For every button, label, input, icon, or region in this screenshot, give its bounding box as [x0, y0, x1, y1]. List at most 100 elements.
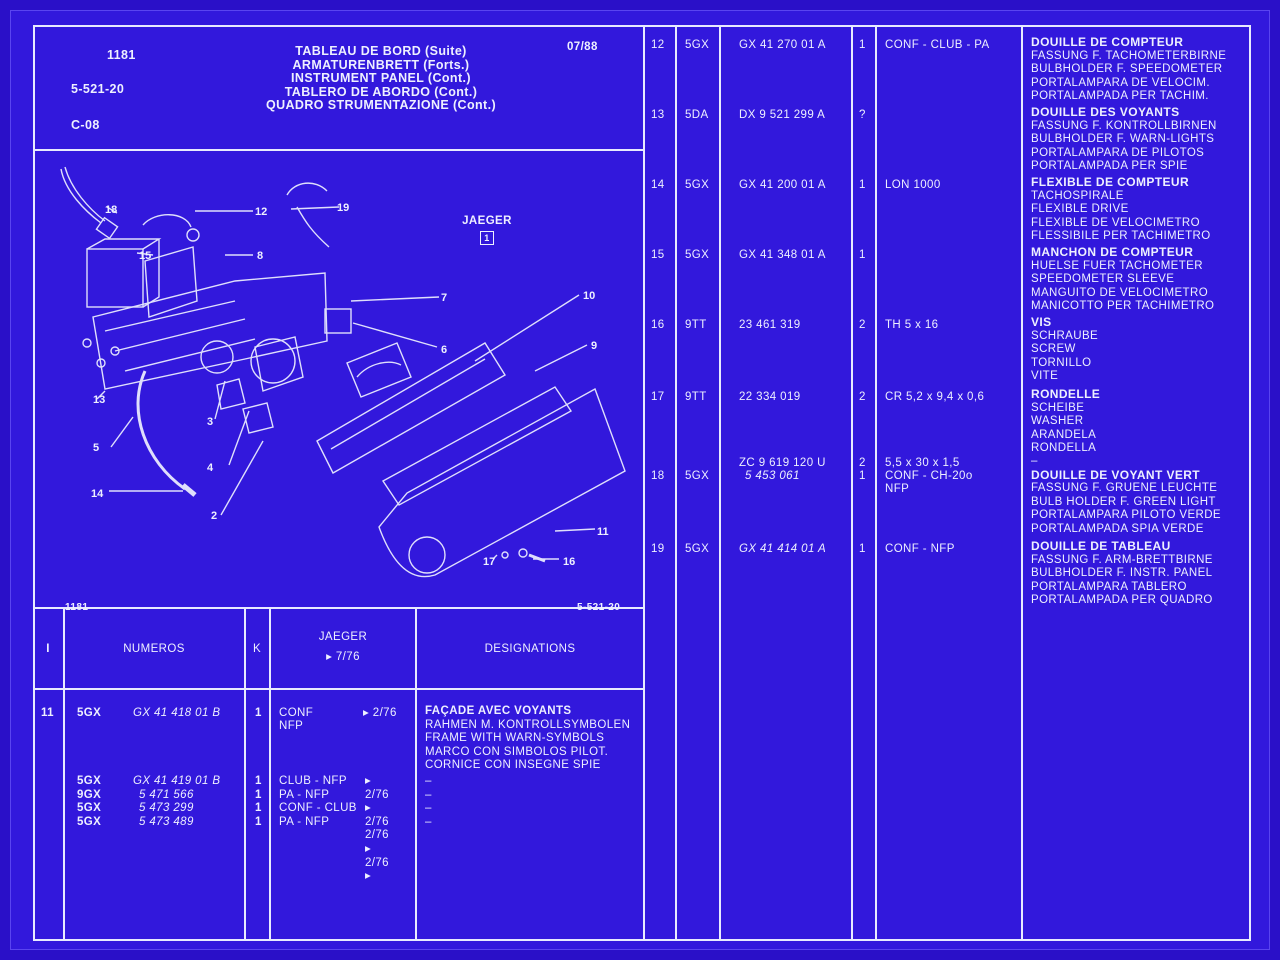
- designation-line: PORTALAMPADA SPIA VERDE: [1031, 522, 1204, 535]
- desig-fr: FAÇADE AVEC VOYANTS: [425, 705, 572, 717]
- variant-spec-2: PA - NFP: [279, 788, 330, 801]
- variant-date-2: ▸ 2/76: [365, 802, 389, 828]
- title-fr: TABLEAU DE BORD (Suite): [295, 44, 467, 58]
- row-qty: 1: [859, 543, 866, 555]
- designation-line: MANICOTTO PER TACHIMETRO: [1031, 300, 1215, 313]
- designation-line: DOUILLE DE COMPTEUR: [1031, 35, 1184, 49]
- row-qty: 1: [859, 179, 866, 191]
- row-index: 16: [651, 319, 665, 331]
- row-spec: CR 5,2 x 9,4 x 0,6: [885, 391, 985, 403]
- designation-line: PORTALAMPARA TABLERO: [1031, 580, 1187, 593]
- variant-date-3-value: 2/76: [365, 829, 389, 842]
- designation-line: DOUILLE DES VOYANTS: [1031, 105, 1180, 119]
- row-qty: 1: [859, 39, 866, 51]
- designation-line: PORTALAMPADA PER TACHIM.: [1031, 90, 1209, 103]
- callout-6: 6: [441, 344, 447, 356]
- designation-line: WASHER: [1031, 415, 1084, 428]
- designation-line: FLESSIBILE PER TACHIMETRO: [1031, 230, 1211, 243]
- variant-date-4: 2/76 ▸: [365, 856, 389, 883]
- variant-part-4: 5 473 489: [139, 815, 194, 828]
- callout-2: 2: [211, 510, 217, 522]
- callout-17: 17: [483, 556, 495, 568]
- callout-10: 10: [583, 290, 595, 302]
- row-part-number: ZC 9 619 120 U: [739, 457, 826, 469]
- row-spec: CONF - CLUB - PA: [885, 39, 990, 51]
- row-code: 5GX: [685, 249, 710, 261]
- designation-line: FASSUNG F. ARM-BRETTBIRNE: [1031, 553, 1213, 566]
- variant-codes: 5GX 9GX 5GX 5GX: [77, 775, 101, 829]
- row-date-value: 2/76: [372, 707, 397, 719]
- row-qty: ?: [859, 109, 866, 121]
- row-code: 5GX: [685, 39, 710, 51]
- divider-desig: [1021, 25, 1023, 941]
- variant-code-1: 5GX: [77, 775, 102, 787]
- sheet-reference: C-08: [71, 118, 100, 132]
- table-col-divider-4: [415, 607, 417, 941]
- divider-code: [719, 25, 721, 941]
- designation-line: RONDELLA: [1031, 442, 1097, 455]
- designation-line: PORTALAMPARA DE VELOCIM.: [1031, 76, 1210, 89]
- row-part-number: 22 334 019: [739, 391, 801, 403]
- variant-desig-3: –: [425, 802, 432, 815]
- designation-line: MANGUITO DE VELOCIMETRO: [1031, 286, 1209, 299]
- parts-catalog-sheet: 1181 5-521-20 C-08 07/88 TABLEAU DE BORD…: [10, 10, 1270, 950]
- diagram-footer-left: 1181: [65, 602, 89, 613]
- designation-line: PORTALAMPADA PER QUADRO: [1031, 594, 1213, 607]
- variant-dates: ▸ 2/76 ▸ 2/76 2/76 ▸ 2/76 ▸: [365, 775, 389, 884]
- designation-line: SCREW: [1031, 343, 1076, 356]
- callout-14: 14: [91, 488, 104, 500]
- row-qty: 1: [255, 707, 262, 719]
- sheet-date: 07/88: [567, 41, 598, 53]
- row-index: 18: [651, 470, 665, 482]
- variant-desig-4: –: [425, 815, 432, 828]
- callout-8: 8: [257, 250, 263, 262]
- row-part-number: 23 461 319: [739, 319, 801, 331]
- callout-16: 16: [563, 556, 575, 568]
- designation-line: ARANDELA: [1031, 428, 1097, 441]
- variant-spec-4: PA - NFP: [279, 815, 330, 828]
- designation-line: BULBHOLDER F. WARN-LIGHTS: [1031, 133, 1215, 146]
- designation-line: FLEXIBLE DRIVE: [1031, 203, 1129, 216]
- callout-18: 18: [105, 204, 117, 216]
- callout-7: 7: [441, 292, 447, 304]
- row-index: 17: [651, 391, 665, 403]
- callout-19: 19: [337, 202, 349, 214]
- title-en: INSTRUMENT PANEL (Cont.): [291, 71, 471, 86]
- designation-line: TACHOSPIRALE: [1031, 189, 1124, 202]
- designation-line: PORTALAMPARA PILOTO VERDE: [1031, 509, 1222, 522]
- variant-date-1-value: 2/76: [365, 788, 389, 801]
- variant-date-4-value: 2/76: [365, 856, 389, 869]
- sheet-border: [33, 25, 1251, 941]
- row-qty: 2: [859, 391, 866, 403]
- row-spec-3: NFP: [885, 483, 910, 495]
- row-designation: FAÇADE AVEC VOYANTS RAHMEN M. KONTROLLSY…: [425, 705, 630, 773]
- divider-index: [675, 25, 677, 941]
- row-qty: 2: [859, 457, 866, 469]
- variant-specs: CLUB - NFP PA - NFP CONF - CLUB PA - NFP: [279, 775, 357, 829]
- row-index: 19: [651, 543, 665, 555]
- diagram-footer-right: 5-521-20: [577, 602, 621, 613]
- variant-desig-2: –: [425, 788, 432, 801]
- callout-11: 11: [597, 526, 609, 538]
- variant-date-3: 2/76 ▸: [365, 829, 389, 855]
- row-part-number: DX 9 521 299 A: [739, 109, 826, 121]
- title-de: ARMATURENBRETT (Forts.): [292, 57, 470, 72]
- row-spec: CONF - NFP: [885, 543, 955, 555]
- table-col-divider-3: [269, 607, 271, 941]
- divider-qty2: [875, 25, 877, 941]
- row-spec: TH 5 x 16: [885, 319, 939, 331]
- callout-15: 15: [139, 250, 151, 262]
- row-index: 14: [651, 179, 665, 191]
- designation-line: SCHRAUBE: [1031, 329, 1099, 342]
- designation-line: TORNILLO: [1031, 356, 1092, 369]
- variant-parts: GX 41 419 01 B 5 471 566 5 473 299 5 473…: [133, 775, 220, 829]
- designation-line: FASSUNG F. GRUENE LEUCHTE: [1031, 482, 1218, 495]
- row-spec-2: NFP: [279, 720, 304, 732]
- designation-line: VITE: [1031, 370, 1059, 383]
- variant-qtys: 1 1 1 1: [255, 775, 262, 829]
- desig-it: CORNICE CON INSEGNE SPIE: [425, 759, 601, 772]
- row-spec: 5,5 x 30 x 1,5: [885, 457, 960, 469]
